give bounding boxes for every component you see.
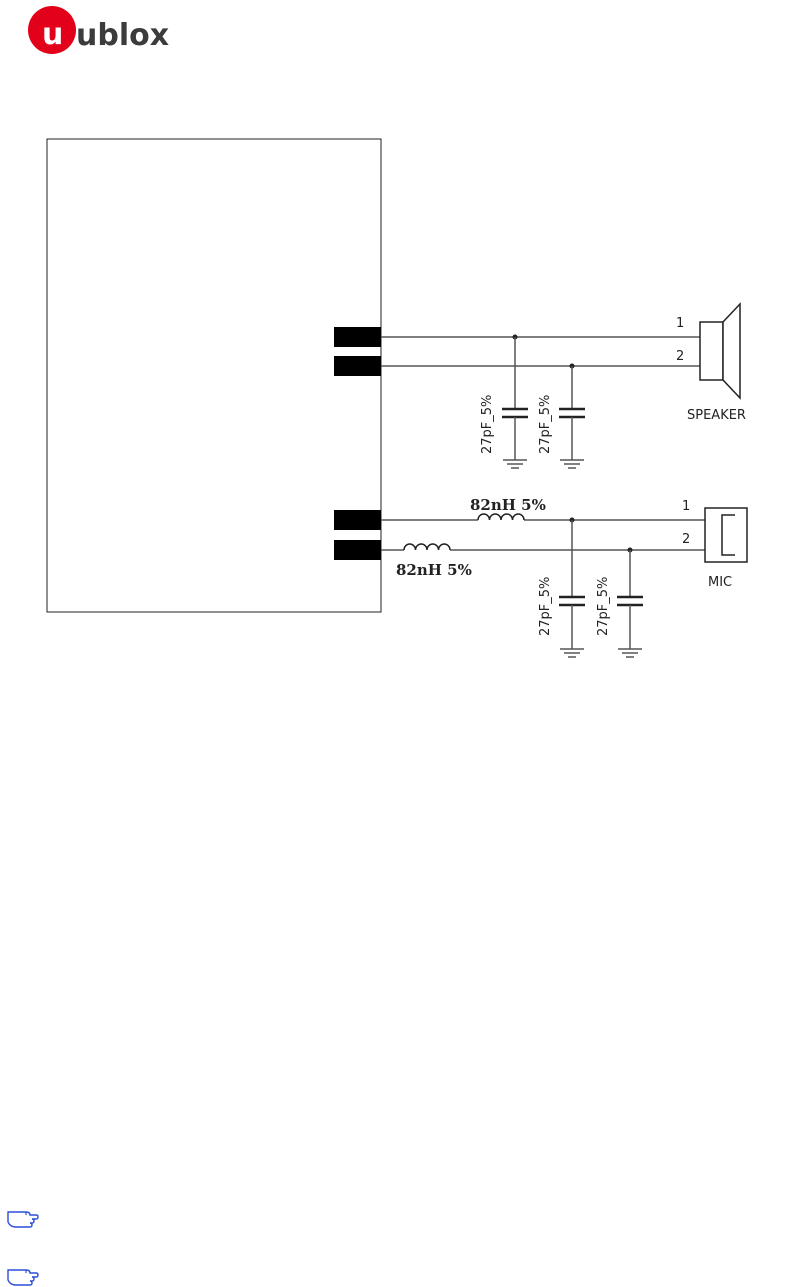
mic-label: MIC [708, 575, 732, 590]
mic-pin2-number: 2 [682, 532, 690, 547]
spk-pin1-number: 1 [676, 316, 684, 331]
module-pin-mic-p [334, 510, 381, 530]
mic-pin1-number: 1 [682, 499, 690, 514]
pointing-hand-icon [6, 1206, 40, 1228]
mic-inductor1-label: 82nH 5% [470, 496, 546, 514]
spk-cap2-label: 27pF_5% [538, 395, 553, 454]
module-pin-mic-n [334, 540, 381, 560]
mic-inductor2-label: 82nH 5% [396, 561, 472, 579]
ground-symbol [560, 460, 584, 468]
spk-pin2-number: 2 [676, 349, 684, 364]
pointing-hand-icon [6, 1264, 40, 1286]
ground-symbol [503, 460, 527, 468]
module-pin-spk-p [334, 327, 381, 347]
mic-cap1-label: 27pF_5% [538, 577, 553, 636]
speaker-icon [700, 304, 740, 398]
ground-symbol [618, 649, 642, 657]
mic-inductor-1 [478, 514, 524, 520]
speaker-label: SPEAKER [687, 408, 746, 423]
audio-schematic: 27pF_5% 27pF_5% 1 2 SPEAKER 82nH 5% 82nH… [0, 0, 805, 700]
mic-inductor-2 [404, 544, 450, 550]
module-pin-spk-n [334, 356, 381, 376]
spk-cap1-label: 27pF_5% [480, 395, 495, 454]
mic-cap2-label: 27pF_5% [596, 577, 611, 636]
module-outline [47, 139, 381, 612]
ground-symbol [560, 649, 584, 657]
microphone-icon [705, 508, 747, 562]
